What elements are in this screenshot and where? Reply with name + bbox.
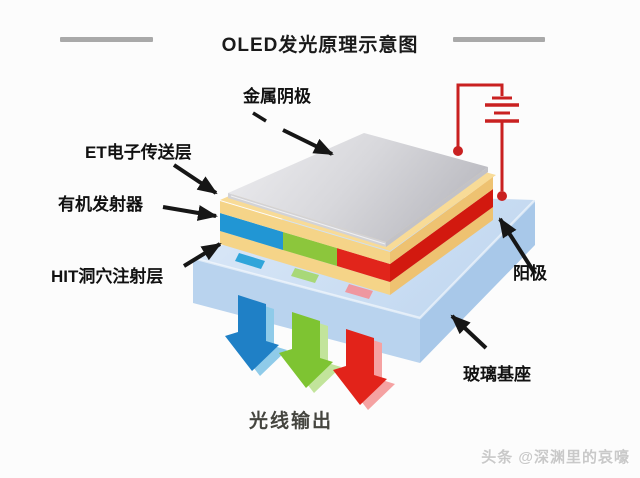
cathode-sheet-line [230,195,386,245]
page-title: OLED发光原理示意图 [221,35,419,56]
green-light-arrow [279,312,333,388]
cathode-top-face [228,133,488,242]
port-green [291,268,319,283]
label-glass-base: 玻璃基座 [463,365,531,384]
emitter-arrow [162,205,218,221]
label-light-output: 光线输出 [249,411,334,432]
title-right-bar [453,37,545,42]
organic-emitter-layer [220,189,493,282]
hit-injection-layer [220,207,493,295]
emitter-right-face [390,189,493,282]
port-blue [235,253,265,269]
anode-arrow [498,217,536,274]
glass-light-ports [235,253,373,299]
label-organic-emitter: 有机发射器 [58,195,143,214]
cathode-arrow-dash [252,111,267,123]
red-light-arrow [333,329,387,405]
cathode-right-edge [386,167,488,247]
glass-right-face [420,200,535,363]
emitter-green-segment [283,232,337,266]
cathode-arrow [282,128,334,156]
hit-front-face [220,231,390,295]
metal-cathode-slab [228,133,488,247]
drive-circuit [453,83,519,201]
title-left-bar [60,37,153,42]
et-arrow [172,163,218,195]
blue-light-arrow [225,295,279,371]
emitter-red-segment [337,248,390,282]
glass-arrow [450,314,488,350]
hit-right-face [390,207,493,295]
label-et-transport-layer: ET电子传送层 [85,143,192,162]
label-anode: 阳极 [513,264,547,283]
et-right-face [390,177,493,264]
label-hit-injection-layer: HIT洞穴注射层 [51,267,164,286]
port-red [345,284,373,299]
hit-arrow [182,242,222,268]
cathode-terminal-dot [453,146,463,156]
label-metal-cathode: 金属阴极 [243,87,311,106]
circuit-wire-top [456,83,504,148]
et-front-face [220,201,390,264]
watermark: 头条 @深渊里的哀嚎 [481,449,630,466]
glass-edge-highlight [192,199,536,320]
anode-terminal-dot [497,191,507,201]
label-arrows [162,111,536,350]
battery-icon [485,96,519,123]
light-output-arrows [225,295,395,410]
emitter-blue-segment [220,213,283,250]
